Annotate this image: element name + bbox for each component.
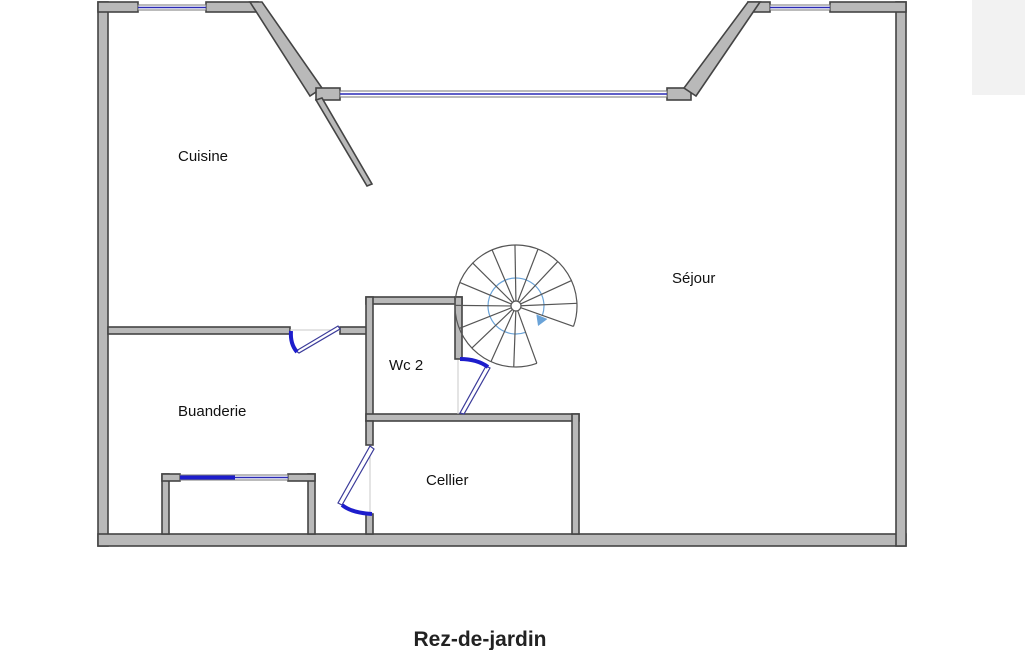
exterior-walls [97, 1, 907, 547]
wall-box-left [161, 473, 170, 535]
stair-tread [459, 281, 512, 305]
wall-bottom [97, 533, 907, 547]
kitchen-diagonal-partition [314, 97, 374, 187]
room-label-cuisine: Cuisine [178, 148, 228, 165]
wall-top-right-b [829, 1, 907, 13]
wall-top-left [97, 1, 139, 13]
wall-kitchen-buanderie [107, 326, 291, 335]
wall-right [895, 1, 907, 547]
wall-left [97, 1, 109, 547]
stair-tread [472, 262, 513, 303]
stair-tread [490, 310, 515, 362]
stair-tread [518, 261, 559, 303]
windows [137, 4, 831, 98]
stair-tread [471, 309, 513, 349]
door-cellier-leaf [337, 445, 375, 506]
watermark-block [972, 0, 1025, 95]
stair-tread [454, 304, 512, 307]
stair-tread [520, 307, 574, 328]
wall-diag-right [682, 1, 762, 98]
stair-tread [517, 310, 538, 364]
stair-tread [514, 244, 517, 302]
wall-box-top-left [161, 473, 181, 482]
room-label-wc: Wc 2 [389, 357, 423, 374]
door-cellier-swing [340, 503, 373, 516]
wall-cellier-left-b [365, 513, 374, 535]
stair-direction-arrow [536, 314, 548, 326]
wall-box-right [307, 473, 316, 535]
stair-post [510, 300, 522, 312]
room-label-cellier: Cellier [426, 472, 469, 489]
stair-tread [520, 302, 577, 307]
wall-box-top-right [287, 473, 316, 482]
stair-tread [491, 249, 515, 302]
room-label-sejour: Séjour [672, 270, 715, 287]
stair-tread [513, 310, 517, 367]
door-wc-swing [459, 357, 490, 369]
wall-diag-left [248, 1, 324, 98]
wall-wc-bottom [365, 413, 580, 422]
wall-wc-top [365, 296, 463, 305]
wall-wc-left [365, 296, 374, 422]
wall-cellier-left [365, 420, 374, 446]
door-wc-leaf [459, 365, 491, 415]
doors [288, 325, 491, 516]
door-buanderie-swing [288, 330, 299, 354]
door-buanderie-leaf [294, 325, 341, 354]
wall-kitchen-buanderie-b [339, 326, 369, 335]
stair-tread [517, 248, 539, 302]
spiral-staircase [454, 244, 578, 368]
stair-tread [459, 307, 512, 329]
wall-cellier-right [571, 413, 580, 535]
stair-tread [520, 280, 572, 305]
floor-title: Rez-de-jardin [413, 628, 546, 650]
room-label-buanderie: Buanderie [178, 403, 246, 420]
